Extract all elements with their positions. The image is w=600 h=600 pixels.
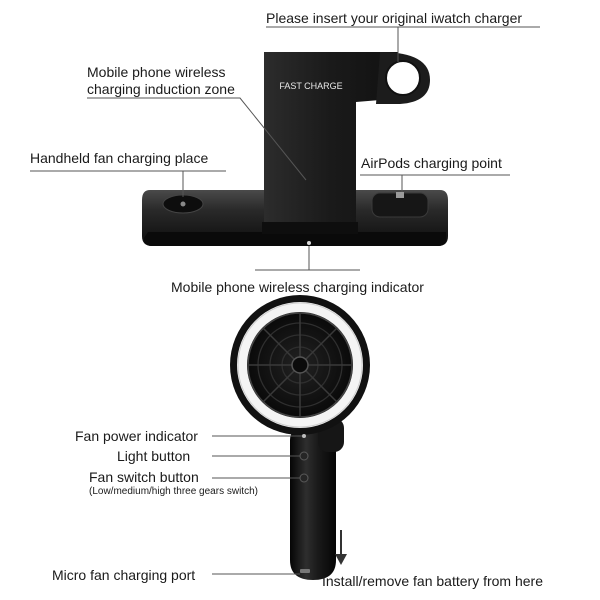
label-fan-switch-button: Fan switch button [89, 469, 199, 485]
label-fan-power-indicator: Fan power indicator [75, 428, 198, 444]
stand-upright [264, 52, 398, 234]
watch-charger-slot [385, 60, 421, 96]
phone-indicator-light [307, 241, 311, 245]
label-phone-zone-line2: charging induction zone [87, 81, 235, 97]
fan-handle [290, 430, 336, 580]
leader-lines [30, 26, 540, 575]
stand-fast-charge-text: FAST CHARGE [279, 81, 342, 91]
micro-port-shape [300, 569, 310, 573]
label-light-button: Light button [117, 448, 191, 464]
label-watch-charger: Please insert your original iwatch charg… [266, 10, 523, 26]
fan-ring-light [237, 302, 363, 428]
fan-switch-button-shape [299, 473, 309, 483]
label-phone-zone-line1: Mobile phone wireless [87, 64, 226, 80]
label-fan-charging-place: Handheld fan charging place [30, 150, 209, 166]
label-airpods-point: AirPods charging point [361, 155, 502, 171]
charging-stand [142, 52, 448, 246]
battery-arrow [335, 530, 347, 565]
handheld-fan [230, 295, 370, 580]
fan-power-indicator-dot [302, 434, 306, 438]
light-button-shape [299, 451, 309, 461]
label-phone-indicator: Mobile phone wireless charging indicator [171, 279, 424, 295]
label-battery-note: Install/remove fan battery from here [322, 573, 543, 589]
label-micro-port: Micro fan charging port [52, 567, 196, 583]
label-fan-switch-note: (Low/medium/high three gears switch) [89, 486, 258, 497]
fan-hub [291, 356, 309, 374]
